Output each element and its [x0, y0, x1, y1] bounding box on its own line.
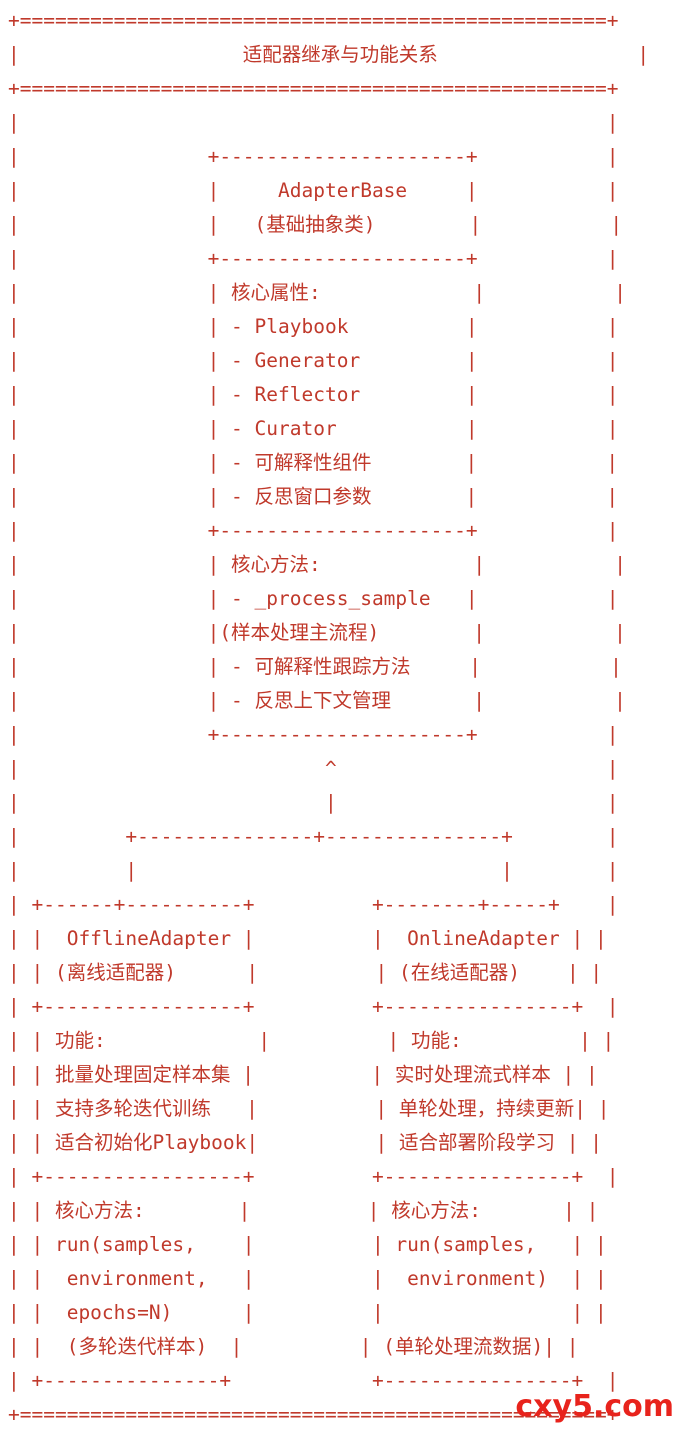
diagram-line: +=======================================…	[8, 9, 619, 32]
diagram-line: | +---------------+---------------+ |	[8, 825, 619, 848]
diagram-line: | | (基础抽象类) | |	[8, 213, 623, 236]
diagram-line: | | - 可解释性组件 | |	[8, 451, 619, 474]
site-watermark: cxy5.com	[515, 1389, 674, 1424]
diagram-line: | | run(samples, | | run(samples, | |	[8, 1233, 607, 1256]
diagram-line: | 适配器继承与功能关系 |	[8, 43, 650, 66]
diagram-line: | | - 可解释性跟踪方法 | |	[8, 655, 622, 678]
diagram-line: | | epochs=N) | | | |	[8, 1301, 607, 1324]
diagram-line: | | | |	[8, 859, 619, 882]
diagram-line: | | |	[8, 791, 619, 814]
diagram-line: | | 适合初始化Playbook| | 适合部署阶段学习 | |	[8, 1131, 602, 1154]
ascii-architecture-diagram: +=======================================…	[8, 4, 649, 1432]
diagram-line: | | OfflineAdapter | | OnlineAdapter | |	[8, 927, 607, 950]
diagram-line: | +-----------------+ +----------------+…	[8, 1165, 619, 1188]
diagram-line: | |	[8, 111, 619, 134]
diagram-line: | | environment, | | environment) | |	[8, 1267, 607, 1290]
diagram-line: | | - Curator | |	[8, 417, 619, 440]
diagram-line: | +---------------------+ |	[8, 247, 619, 270]
diagram-line: | | 支持多轮迭代训练 | | 单轮处理，持续更新| |	[8, 1097, 610, 1120]
diagram-line: | | AdapterBase | |	[8, 179, 619, 202]
diagram-line: | +------+----------+ +--------+-----+ |	[8, 893, 619, 916]
diagram-line: | | (多轮迭代样本) | | (单轮处理流数据)| |	[8, 1335, 579, 1358]
diagram-line: | | 核心属性: | |	[8, 281, 627, 304]
diagram-line: | +---------------------+ |	[8, 723, 619, 746]
diagram-line: | | 核心方法: | |	[8, 553, 627, 576]
diagram-line: | | - Reflector | |	[8, 383, 619, 406]
diagram-line: +=======================================…	[8, 1403, 619, 1426]
diagram-line: | | - 反思窗口参数 | |	[8, 485, 619, 508]
diagram-line: | +---------------+ +----------------+ |	[8, 1369, 619, 1392]
diagram-line: | |(样本处理主流程) | |	[8, 621, 626, 644]
diagram-line: | | - Playbook | |	[8, 315, 619, 338]
diagram-line: | | - 反思上下文管理 | |	[8, 689, 626, 712]
diagram-line: | +---------------------+ |	[8, 519, 619, 542]
diagram-line: | | (离线适配器) | | (在线适配器) | |	[8, 961, 603, 984]
diagram-line: | | 核心方法: | | 核心方法: | |	[8, 1199, 599, 1222]
diagram-line: +=======================================…	[8, 77, 619, 100]
diagram-line: | +---------------------+ |	[8, 145, 619, 168]
diagram-line: | ^ |	[8, 757, 619, 780]
diagram-line: | | - _process_sample | |	[8, 587, 619, 610]
diagram-line: | +-----------------+ +----------------+…	[8, 995, 619, 1018]
diagram-line: | | 功能: | | 功能: | |	[8, 1029, 615, 1052]
diagram-line: | | 批量处理固定样本集 | | 实时处理流式样本 | |	[8, 1063, 598, 1086]
diagram-line: | | - Generator | |	[8, 349, 619, 372]
